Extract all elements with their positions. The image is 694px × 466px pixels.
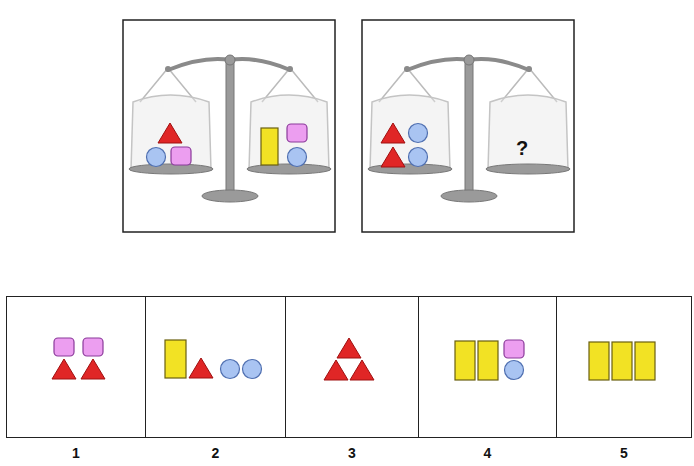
option-number: 5 bbox=[557, 445, 691, 461]
option-number: 4 bbox=[419, 445, 556, 461]
answer-option-box: 2 bbox=[145, 296, 286, 438]
question-mark: ? bbox=[516, 137, 528, 160]
answer-option-box: 4 bbox=[418, 296, 557, 438]
answer-option-box: 1 bbox=[6, 296, 146, 438]
option-number: 2 bbox=[146, 445, 285, 461]
option-number: 1 bbox=[7, 445, 145, 461]
option-number: 3 bbox=[286, 445, 418, 461]
answer-option-box: 5 bbox=[556, 296, 692, 438]
answer-option-box: 3 bbox=[285, 296, 419, 438]
